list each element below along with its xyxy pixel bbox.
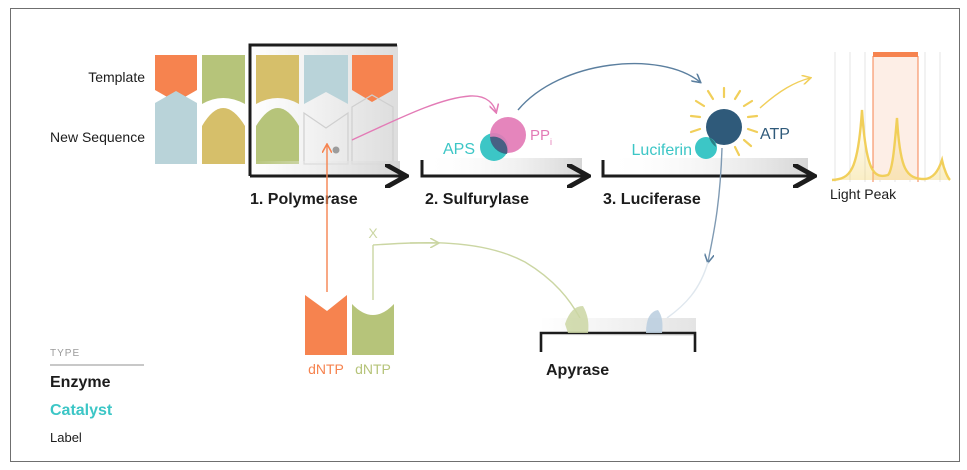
new-sequence-label: New Sequence [50,129,145,145]
atp-flow-arrow [517,62,700,111]
atp-to-apyrase-arrow [708,147,723,262]
legend-type-heading: TYPE [50,348,81,359]
light-peak-chart [831,52,951,182]
dntp-orange-block [305,295,347,355]
sulfurylase-label: 2. Sulfurylase [425,191,529,208]
dntp-orange-label: dNTP [308,361,344,377]
dntp-olive-block [352,304,394,355]
atp-to-apyrase-tail [666,261,709,319]
legend-enzyme: Enzyme [50,374,111,391]
rejected-x-mark: X [368,225,378,241]
legend-label: Label [50,430,82,445]
luciferase-label: 3. Luciferase [603,191,701,208]
dntp-olive-label: dNTP [355,361,391,377]
ppi-release-arrow [351,95,496,141]
luciferin-circle [695,137,717,159]
template-label: Template [88,69,145,85]
light-emission-arrow [759,78,810,109]
template-block-2 [202,55,245,164]
light-rays [689,86,759,157]
luciferase-bar-shade [603,158,808,175]
peak-highlight-border [872,56,919,182]
legend: TYPE Enzyme Catalyst Label [50,348,144,445]
light-peak-label: Light Peak [830,186,897,202]
template-block-1 [155,55,197,164]
sulfurylase-arrow [420,160,586,176]
apyrase-label: Apyrase [546,362,609,379]
peak-curve [831,109,951,182]
apyrase-atp-fragment [646,310,663,333]
legend-divider [50,364,144,366]
peak-highlight-cap [873,52,918,57]
polymerase-label: 1. Polymerase [250,191,358,208]
diagram-frame [10,8,960,462]
dntp-to-apyrase-arrow [372,242,581,319]
atp-label: ATP [760,126,790,143]
legend-catalyst: Catalyst [50,402,113,419]
apyrase-dntp-fragment [565,306,589,333]
polymerase-bar-shade [250,161,400,175]
luciferin-label: Luciferin [632,142,692,159]
aps-ppi-overlap [490,136,508,154]
apyrase-bar [539,331,697,352]
ppi-label: PPi [530,127,552,147]
sulfurylase-bar-shade [422,158,582,175]
atp-circle [706,109,742,145]
luciferase-arrow [601,160,812,176]
polymerase-box-border [248,43,397,176]
template-block-3 [256,55,299,164]
aps-label: APS [443,141,475,158]
luciferin-atp-overlap [709,137,716,147]
